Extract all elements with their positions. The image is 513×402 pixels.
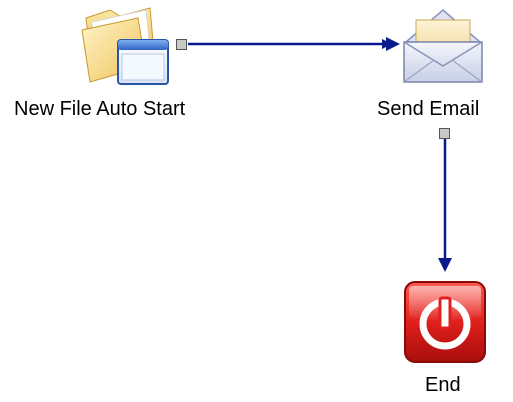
- node-label-end: End: [425, 374, 461, 396]
- node-new-file-auto-start[interactable]: New File Auto Start: [0, 0, 250, 130]
- arrowhead-to-email: [386, 37, 400, 51]
- node-label-send-email: Send Email: [377, 98, 480, 120]
- arrowhead-to-end: [438, 258, 452, 272]
- envelope-icon: [400, 6, 486, 86]
- node-label-new-file-auto-start: New File Auto Start: [14, 98, 186, 120]
- node-send-email[interactable]: Send Email: [370, 0, 513, 130]
- port-out-new-file-auto-start[interactable]: [176, 39, 187, 50]
- folder-window-icon: [80, 4, 172, 86]
- node-end[interactable]: End: [395, 270, 495, 400]
- port-out-send-email[interactable]: [439, 128, 450, 139]
- power-stop-icon: [403, 280, 487, 364]
